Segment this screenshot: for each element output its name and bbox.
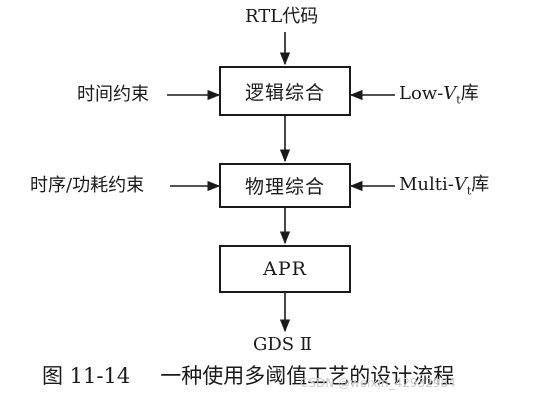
multi-vt-sub: t (466, 184, 472, 198)
apr-box: APR (219, 245, 351, 293)
timing-power-constraints-label: 时序/功耗约束 (30, 175, 145, 196)
low-vt-library-label: Low-Vt库 (399, 85, 479, 106)
multi-vt-suffix: 库 (471, 174, 490, 195)
multi-vt-var: V (453, 174, 467, 195)
low-vt-sub: t (456, 93, 461, 107)
apr-label: APR (263, 258, 307, 280)
timing-constraints-label: 时间约束 (77, 84, 149, 105)
watermark: CSDN @weixin_42932984 (300, 376, 456, 390)
multi-vt-library-label: Multi-Vt库 (399, 176, 489, 197)
physical-synthesis-box: 物理综合 (219, 163, 351, 208)
multi-vt-prefix: Multi- (399, 174, 454, 195)
physical-synthesis-label: 物理综合 (244, 176, 325, 198)
low-vt-suffix: 库 (460, 83, 479, 104)
rtl-code-label: RTL代码 (245, 6, 319, 27)
figure-number: 图 11-14 (42, 364, 131, 388)
gds-output-label: GDS Ⅱ (253, 334, 313, 355)
figure-caption: 图 11-14 一种使用多阈值工艺的设计流程 (42, 366, 454, 387)
logic-synthesis-label: 逻辑综合 (244, 81, 325, 104)
figure-title: 一种使用多阈值工艺的设计流程 (160, 364, 455, 388)
logic-synthesis-box: 逻辑综合 (219, 66, 351, 116)
low-vt-var: V (443, 83, 457, 104)
low-vt-prefix: Low- (399, 83, 444, 104)
